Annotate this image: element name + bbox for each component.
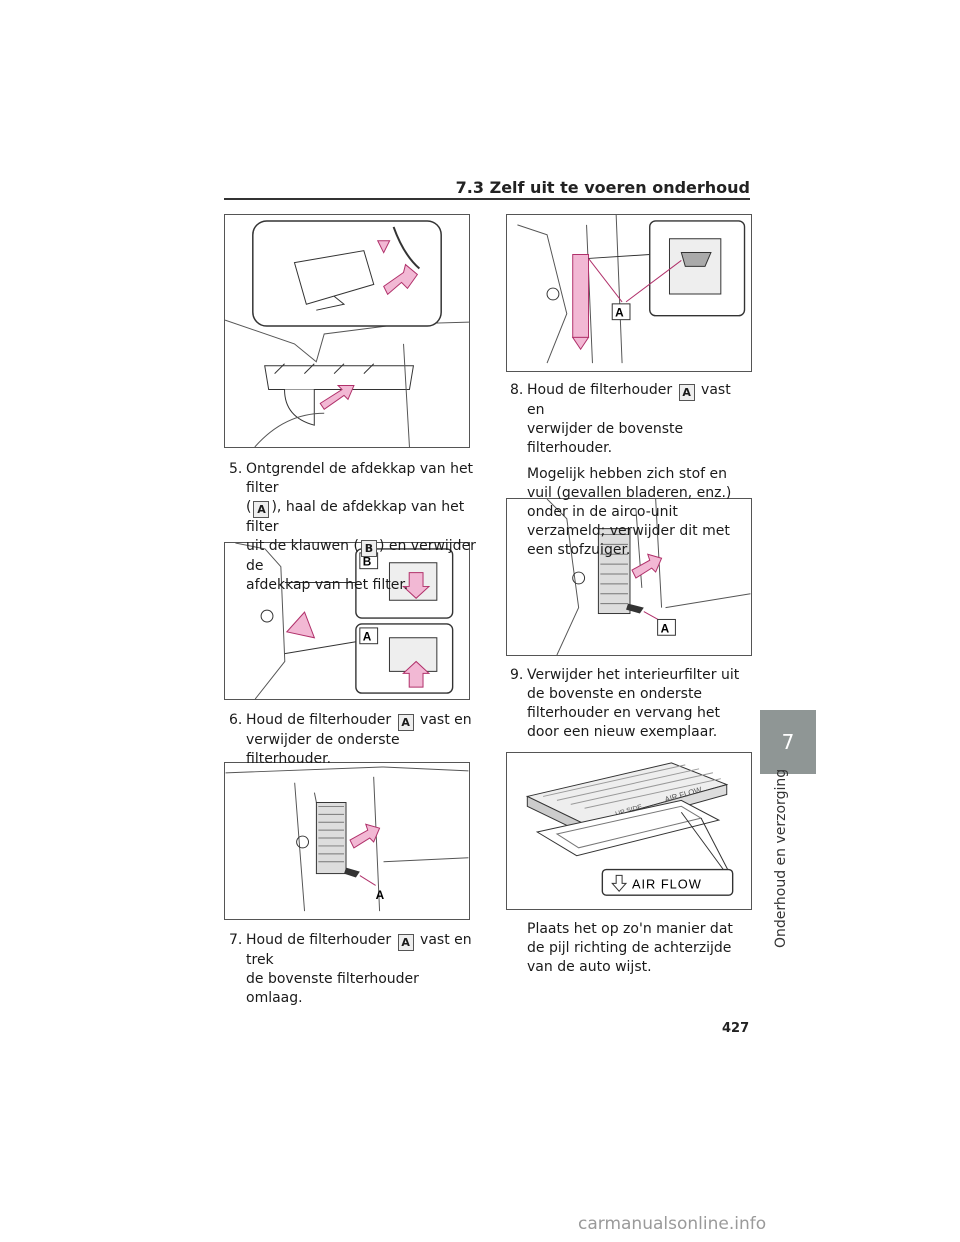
text-fragment: vast en [527, 382, 731, 418]
step-text-line: uit de klauwen (B) en verwijder de [246, 537, 479, 576]
step-text-line: verwijder de onderste filterhouder. [246, 732, 400, 767]
step-7: 7. Houd de filterhouder A vast en trek d… [229, 931, 479, 1008]
text-fragment: Houd de filterhouder [246, 712, 392, 728]
step-text-line: Ontgrendel de afdekkap van het filter [246, 461, 474, 496]
step-8: 8. Houd de filterhouder A vast en verwij… [510, 381, 750, 567]
figure-cabin-filter: UP SIDE AIR FLOW AIR FLOW [506, 752, 752, 910]
text-fragment: Houd de filterhouder [527, 382, 673, 398]
chapter-label: Onderhoud en verzorging [773, 768, 789, 948]
callout-key-b: B [360, 540, 377, 557]
air-flow-callout: AIR FLOW [632, 876, 702, 891]
text-fragment: ), haal de afdekkap van het filter [246, 499, 465, 535]
step-text-line: Houd de filterhouder A vast en trek [246, 931, 479, 970]
step-text: Verwijder het interieurfilter uit de bov… [527, 667, 740, 740]
text-fragment: ( [246, 499, 252, 515]
text-fragment: uit de klauwen ( [246, 538, 359, 554]
step-5: 5. Ontgrendel de afdekkap van het filter… [229, 460, 479, 595]
step-number: 7. [229, 932, 243, 948]
step-text-line: afdekkap van het filter. [246, 577, 409, 593]
step-number: 8. [510, 382, 524, 398]
callout-key-a: A [678, 384, 695, 401]
illustration-cabin-filter: UP SIDE AIR FLOW AIR FLOW [525, 762, 734, 896]
step-note: Plaats het op zo'n manier dat de pijl ri… [527, 921, 733, 975]
figure-label-a: A [661, 621, 670, 635]
illustration-upper-holder-down: A [517, 215, 746, 364]
text-fragment: Houd de filterhouder [246, 932, 392, 948]
figure-lower-holder: A [224, 762, 470, 920]
callout-key-a: A [253, 501, 270, 518]
figure-label-b: B [363, 555, 372, 569]
step-6: 6. Houd de filterhouder A vast en verwij… [229, 711, 479, 769]
illustration-lower-holder: A [225, 766, 469, 912]
text-fragment: vast en trek [246, 932, 472, 968]
figure-filter-cover [224, 214, 470, 448]
figure-label-a: A [363, 630, 372, 644]
section-title: 7.3 Zelf uit te voeren onderhoud [455, 178, 750, 197]
page-number: 427 [722, 1021, 750, 1036]
chapter-tab: 7 [760, 710, 816, 774]
figure-label-a: A [615, 306, 624, 320]
illustration-claws-detail: B A [235, 543, 454, 699]
illustration-remove-upper-holder: A [546, 499, 751, 655]
step-note: Mogelijk hebben zich stof en vuil (geval… [527, 466, 732, 558]
step-text-line: Houd de filterhouder A vast en [246, 711, 479, 731]
figure-remove-upper-holder: A [506, 498, 752, 656]
figure-claws-detail: B A [224, 542, 470, 700]
header-divider [224, 198, 750, 200]
step-9-note: Plaats het op zo'n manier dat de pijl ri… [510, 920, 750, 984]
step-9: 9. Verwijder het interieurfilter uit de … [510, 666, 750, 749]
step-text-line: verwijder de bovenste filterhouder. [527, 421, 684, 456]
callout-key-a: A [397, 934, 414, 951]
watermark: carmanualsonline.info [578, 1214, 767, 1234]
text-fragment: vast en [420, 712, 472, 728]
text-fragment: ) en verwijder de [246, 538, 476, 574]
step-number: 5. [229, 461, 243, 477]
figure-label-a: A [376, 888, 385, 902]
step-number: 9. [510, 667, 524, 683]
step-text-line: Houd de filterhouder A vast en [527, 381, 750, 420]
illustration-filter-cover [225, 220, 469, 447]
step-text-line: de bovenste filterhouder omlaag. [246, 971, 419, 1006]
callout-key-a: A [397, 714, 414, 731]
step-text-line: (A), haal de afdekkap van het filter [246, 498, 479, 537]
step-number: 6. [229, 712, 243, 728]
figure-upper-holder-down: A [506, 214, 752, 372]
